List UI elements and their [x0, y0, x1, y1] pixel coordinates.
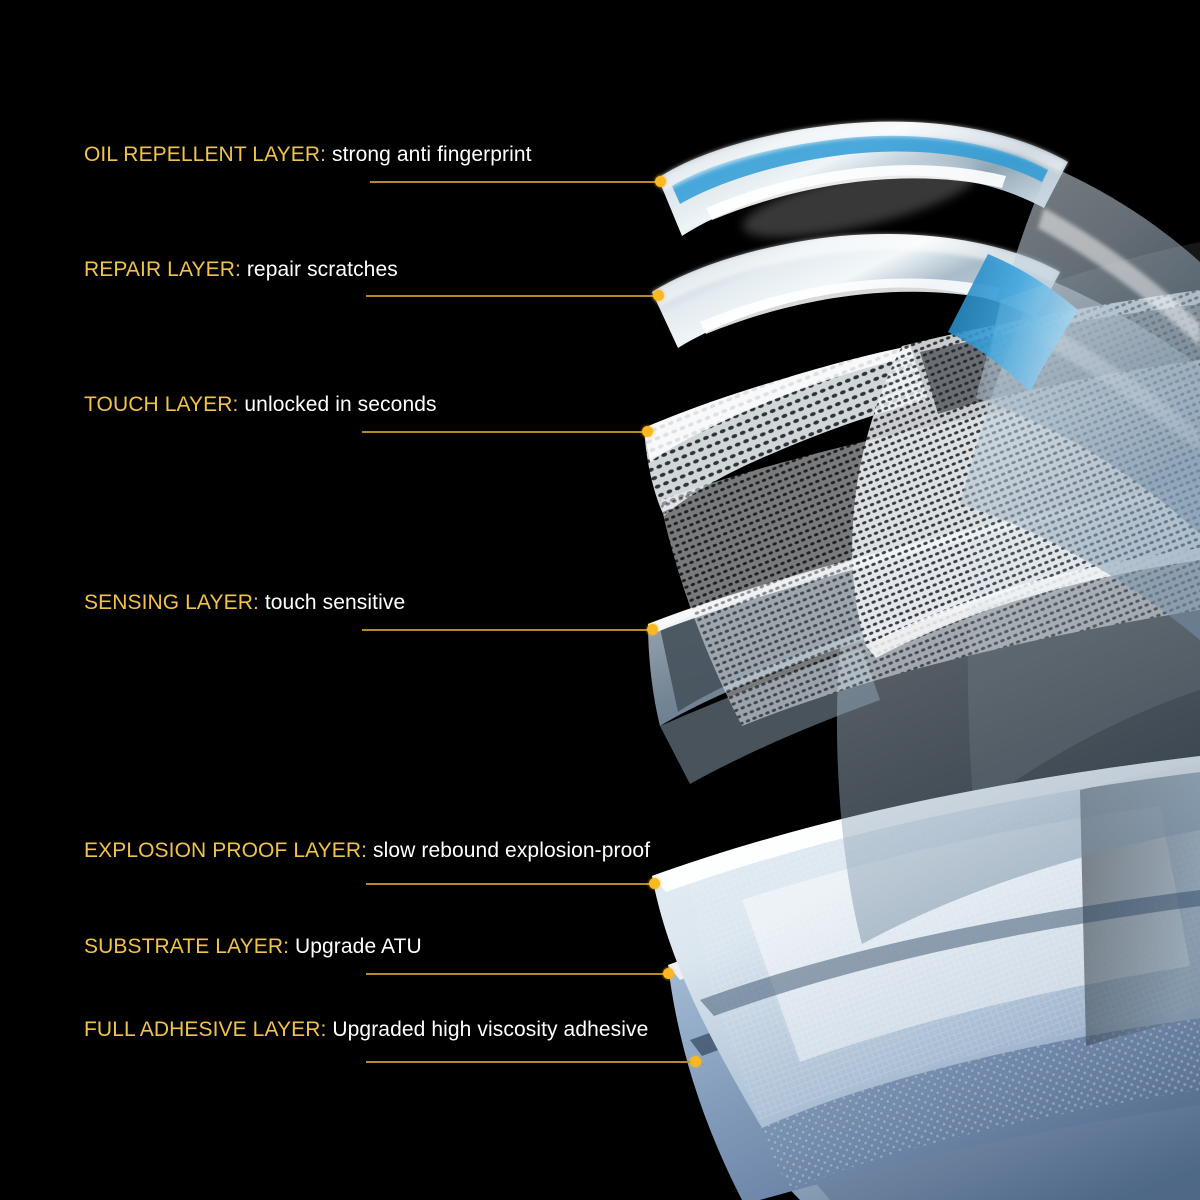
callout-key-explosion-proof: EXPLOSION PROOF LAYER:: [84, 839, 368, 862]
callout-label-oil-repellent: OIL REPELLENT LAYER: strong anti fingerp…: [84, 143, 532, 167]
callout-value-explosion-proof: slow rebound explosion-proof: [373, 839, 651, 862]
callout-value-touch: unlocked in seconds: [244, 393, 437, 416]
leader-line-substrate: [366, 973, 666, 975]
leader-dot-explosion-proof: [649, 878, 660, 889]
leader-dot-sensing: [647, 624, 658, 635]
leader-line-full-adhesive: [366, 1061, 693, 1063]
leader-dot-touch: [642, 426, 653, 437]
callout-key-full-adhesive: FULL ADHESIVE LAYER:: [84, 1018, 327, 1041]
callout-label-explosion-proof: EXPLOSION PROOF LAYER: slow rebound expl…: [84, 839, 650, 863]
callout-value-substrate: Upgrade ATU: [294, 935, 422, 958]
callout-key-touch: TOUCH LAYER:: [84, 393, 239, 416]
callout-value-full-adhesive: Upgraded high viscosity adhesive: [332, 1018, 649, 1041]
leader-line-touch: [362, 431, 645, 433]
callout-key-substrate: SUBSTRATE LAYER:: [84, 935, 290, 958]
callout-label-sensing: SENSING LAYER: touch sensitive: [84, 591, 405, 615]
leader-dot-repair: [653, 290, 664, 301]
leader-line-oil-repellent: [370, 181, 658, 183]
callout-value-oil-repellent: strong anti fingerprint: [331, 143, 532, 166]
leader-dot-full-adhesive: [690, 1056, 701, 1067]
callout-label-repair: REPAIR LAYER: repair scratches: [84, 258, 398, 282]
callout-key-sensing: SENSING LAYER:: [84, 591, 259, 614]
oil-repellent-layer-sheet: [658, 121, 1200, 534]
leader-line-repair: [366, 295, 656, 297]
callout-label-full-adhesive: FULL ADHESIVE LAYER: Upgraded high visco…: [84, 1018, 648, 1042]
callout-key-oil-repellent: OIL REPELLENT LAYER:: [84, 143, 327, 166]
callout-label-substrate: SUBSTRATE LAYER: Upgrade ATU: [84, 935, 422, 959]
callout-value-repair: repair scratches: [246, 258, 398, 281]
leader-dot-oil-repellent: [655, 176, 666, 187]
leader-line-explosion-proof: [366, 883, 652, 885]
callout-key-repair: REPAIR LAYER:: [84, 258, 241, 281]
leader-dot-substrate: [663, 968, 674, 979]
leader-line-sensing: [362, 629, 650, 631]
callout-value-sensing: touch sensitive: [264, 591, 406, 614]
callout-label-touch: TOUCH LAYER: unlocked in seconds: [84, 393, 437, 417]
